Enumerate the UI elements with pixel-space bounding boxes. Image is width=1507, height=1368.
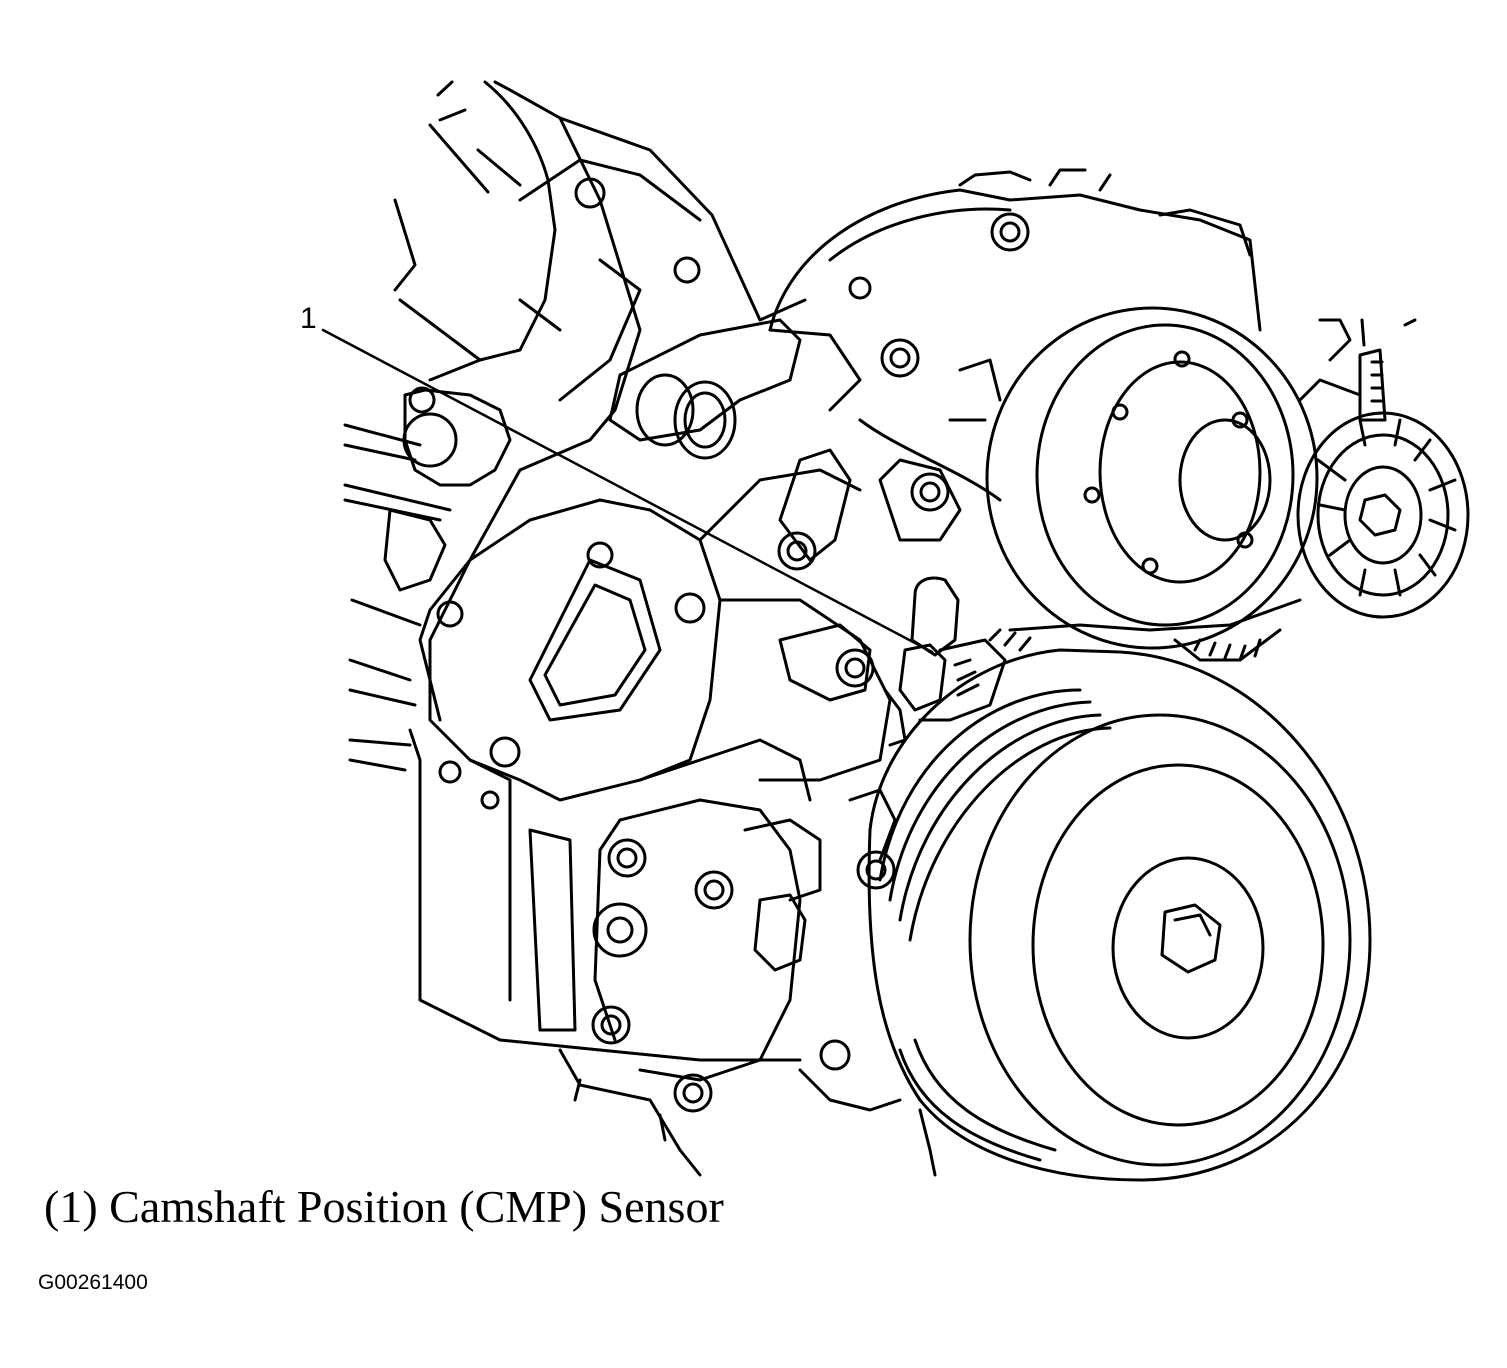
- alternator-bracket: [777, 212, 1030, 571]
- ac-compressor: [558, 623, 937, 1177]
- tensioner-pulley: [1296, 318, 1470, 619]
- cmp-sensor: [883, 576, 1007, 747]
- thermostat-housing: [608, 318, 862, 460]
- callout-number: 1: [300, 302, 317, 335]
- callout-leader-line: [321, 328, 934, 654]
- engine-block: [343, 80, 807, 772]
- drive-belt: [988, 598, 1302, 662]
- crankshaft-pulley: [867, 648, 1372, 1182]
- figure-id: G00261400: [38, 1271, 148, 1294]
- alternator: [768, 168, 1262, 502]
- figure-caption: (1) Camshaft Position (CMP) Sensor: [44, 1181, 724, 1232]
- timing-cover: [408, 468, 892, 1062]
- water-pump-pulley: [985, 306, 1319, 650]
